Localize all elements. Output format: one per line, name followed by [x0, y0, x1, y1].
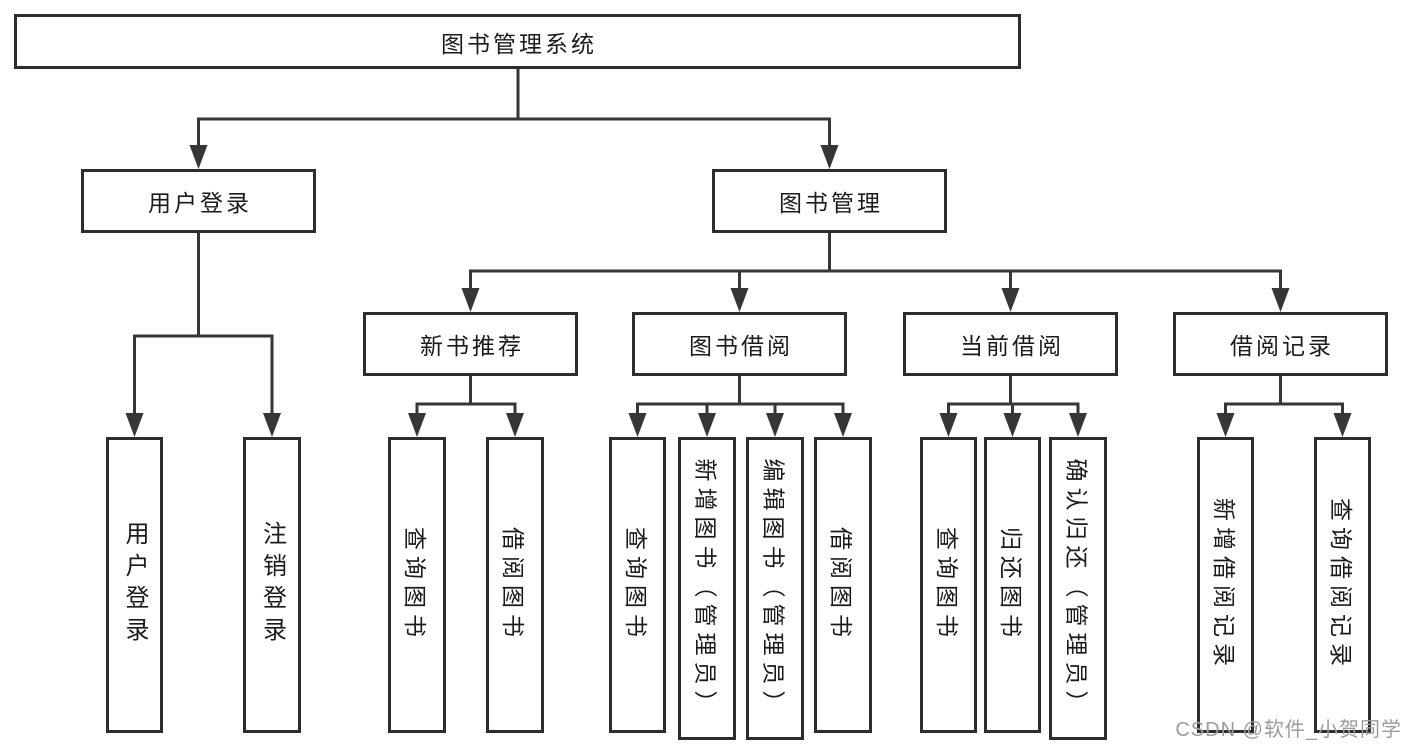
node-label: 新书推荐	[420, 333, 524, 359]
leaf-return-books: 归还图书	[984, 437, 1041, 733]
leaf-query-books-borrowing: 查询图书	[609, 437, 666, 733]
leaf-label: 查询图书	[402, 527, 428, 643]
node-label: 用户登录	[148, 190, 252, 216]
watermark-csdn: CSDN @软件_小贺同学	[1175, 719, 1402, 741]
node-label: 图书管理	[779, 190, 883, 216]
leaf-label: 用户登录	[121, 521, 148, 649]
leaf-borrow-books: 借阅图书	[814, 437, 872, 733]
leaf-label: 归还图书	[997, 527, 1024, 643]
arrowhead-icons	[125, 145, 1352, 437]
leaf-label: 查询借阅记录	[1327, 498, 1354, 672]
leaf-label: 编辑图书（管理员）	[760, 458, 786, 719]
node-book-management: 图书管理	[712, 169, 947, 233]
leaf-label: 确认归还（管理员）	[1063, 458, 1089, 719]
leaf-user-login: 用户登录	[106, 437, 163, 733]
node-label: 当前借阅	[960, 333, 1064, 359]
leaf-label: 注销登录	[258, 521, 286, 649]
leaf-confirm-return-admin: 确认归还（管理员）	[1049, 437, 1107, 740]
node-borrowing-records: 借阅记录	[1173, 312, 1388, 376]
node-user-login: 用户登录	[81, 169, 316, 233]
leaf-query-books-current: 查询图书	[920, 437, 977, 733]
leaf-label: 新增借阅记录	[1210, 498, 1237, 672]
node-new-book-recommend: 新书推荐	[363, 312, 578, 376]
leaf-label: 借阅图书	[828, 527, 854, 643]
leaf-label: 借阅图书	[500, 527, 526, 643]
leaf-add-books-admin: 新增图书（管理员）	[678, 437, 736, 740]
node-label: 借阅记录	[1230, 333, 1334, 359]
leaf-logout: 注销登录	[243, 437, 301, 733]
node-book-borrowing: 图书借阅	[632, 312, 847, 376]
node-library-management-system: 图书管理系统	[14, 14, 1021, 69]
leaf-borrow-books-recommend: 借阅图书	[486, 437, 544, 733]
node-label: 图书管理系统	[441, 30, 597, 57]
node-current-borrowing: 当前借阅	[903, 312, 1118, 376]
leaf-label: 查询图书	[622, 527, 649, 643]
node-label: 图书借阅	[689, 333, 793, 359]
leaf-label: 查询图书	[933, 527, 960, 643]
leaf-query-books-recommend: 查询图书	[388, 437, 446, 733]
leaf-label: 新增图书（管理员）	[692, 458, 718, 719]
leaf-edit-books-admin: 编辑图书（管理员）	[746, 437, 804, 740]
leaf-query-borrow-record: 查询借阅记录	[1314, 437, 1371, 733]
leaf-add-borrow-record: 新增借阅记录	[1197, 437, 1254, 733]
